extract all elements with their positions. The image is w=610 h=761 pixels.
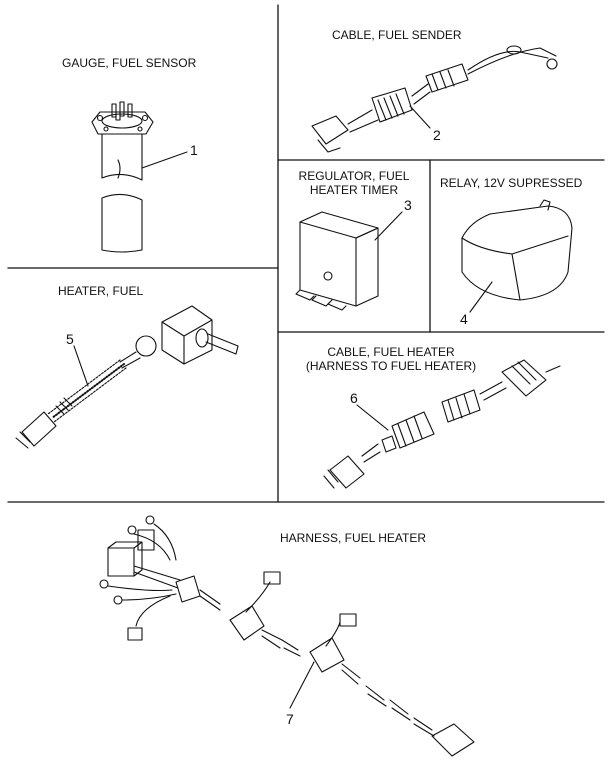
callout-7: 7 xyxy=(286,711,294,727)
gauge-fuel-sensor-title: GAUGE, FUEL SENSOR xyxy=(62,56,197,70)
fuel-heater-illustration xyxy=(15,305,239,449)
callout-2: 2 xyxy=(433,127,441,143)
regulator-title-line1: REGULATOR, FUEL xyxy=(298,169,410,183)
fuel-sender-cable-illustration xyxy=(311,45,558,153)
fuel-sensor-gauge-illustration xyxy=(91,101,188,253)
cable-fuel-heater-title-line2: (HARNESS TO FUEL HEATER) xyxy=(305,359,477,373)
cable-fuel-heater-title-line1: CABLE, FUEL HEATER xyxy=(327,345,455,359)
fuel-heater-cable-illustration xyxy=(323,359,561,489)
callout-6: 6 xyxy=(350,390,358,406)
callout-5: 5 xyxy=(66,331,74,347)
heater-fuel-title: HEATER, FUEL xyxy=(58,284,144,298)
callout-3: 3 xyxy=(404,197,412,213)
cable-fuel-sender-title: CABLE, FUEL SENDER xyxy=(332,28,462,42)
regulator-title-line2: HEATER TIMER xyxy=(309,183,399,197)
relay-title: RELAY, 12V SUPRESSED xyxy=(440,176,583,190)
callout-4: 4 xyxy=(460,311,468,327)
panel-dividers xyxy=(7,4,605,503)
harness-fuel-heater-title: HARNESS, FUEL HEATER xyxy=(280,531,427,545)
regulator-illustration xyxy=(295,211,403,311)
relay-illustration xyxy=(461,199,573,313)
fuel-heater-harness-illustration xyxy=(99,515,475,757)
callout-1: 1 xyxy=(190,142,198,158)
